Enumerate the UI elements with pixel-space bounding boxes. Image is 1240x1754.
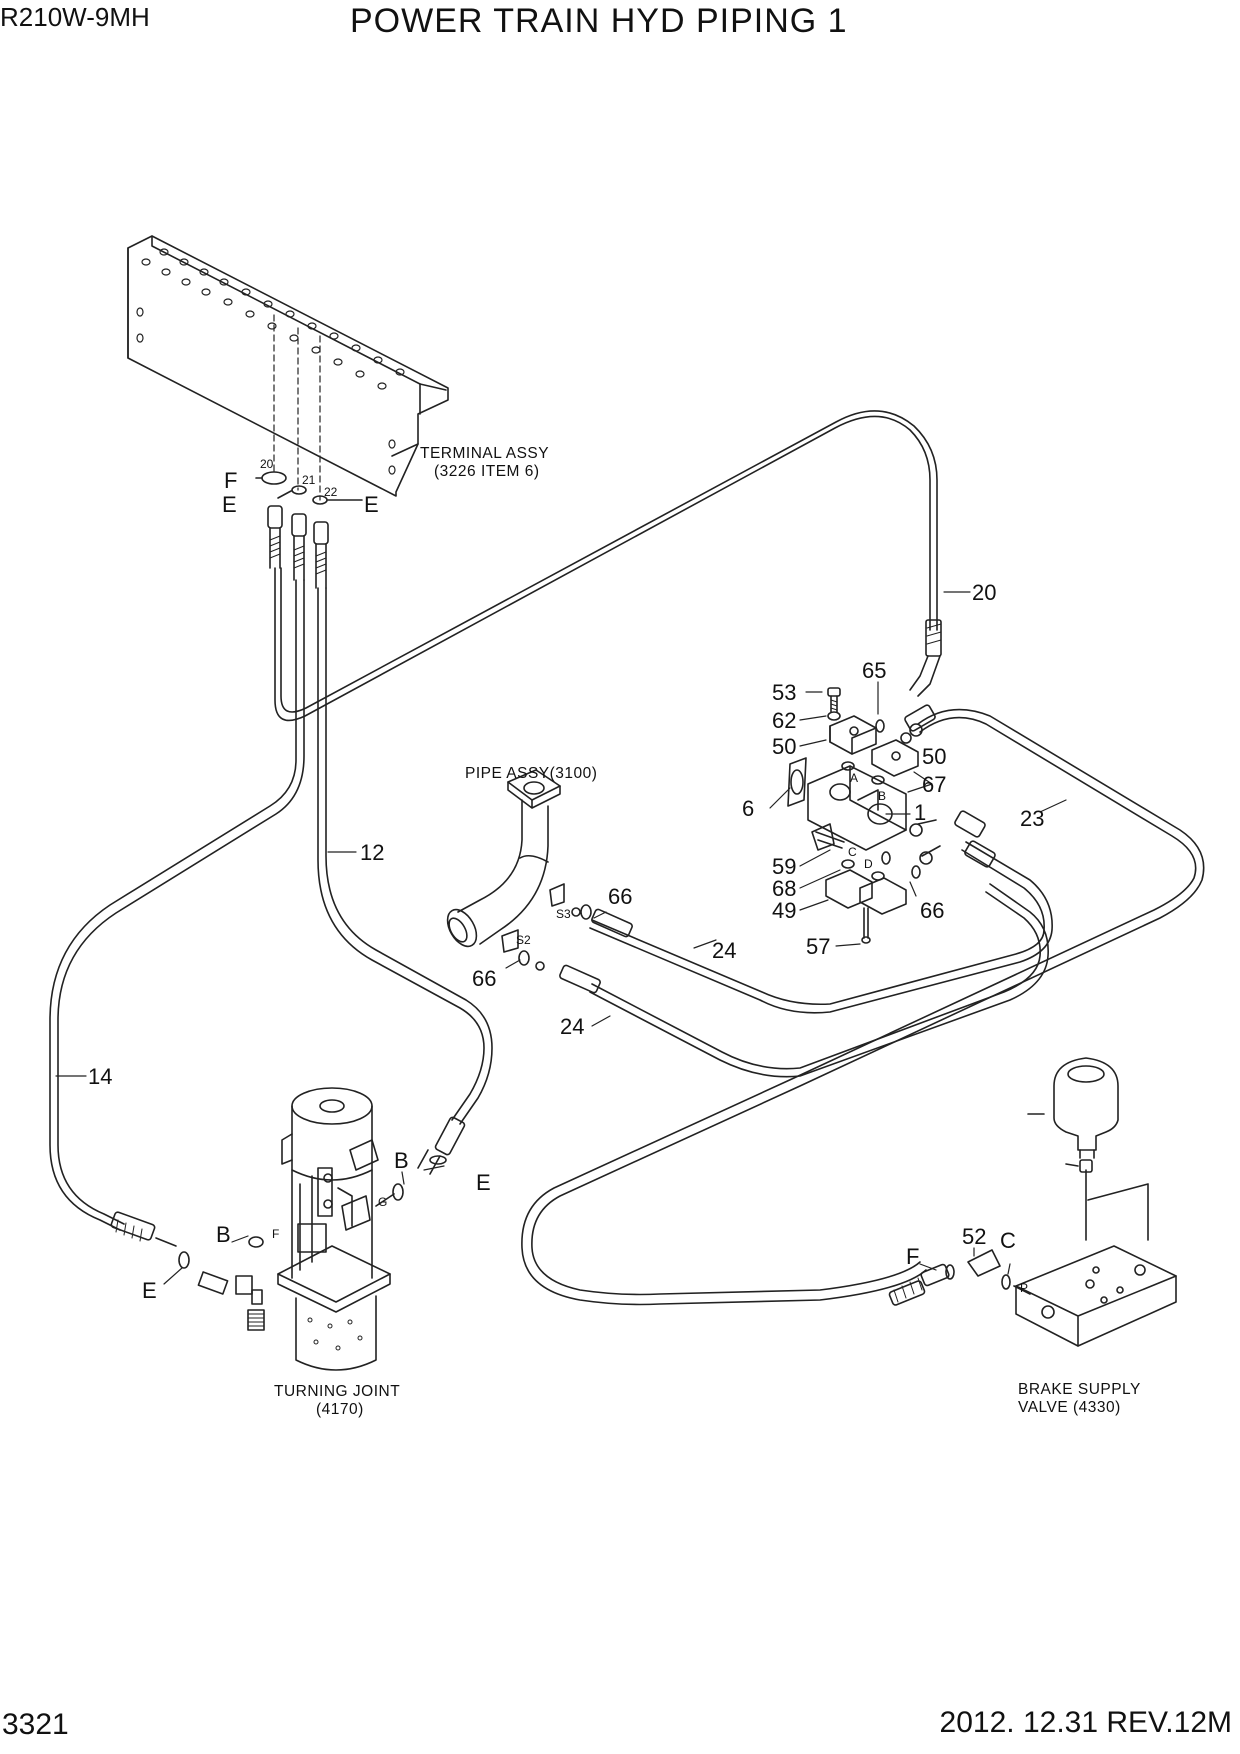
letter-b-tj-right: B [394, 1148, 409, 1173]
terminal-assy-bracket [127, 235, 449, 501]
turning-joint [178, 1087, 404, 1371]
callout-57: 57 [806, 934, 830, 959]
top-hose-fittings [267, 505, 329, 589]
port-label-p: P [1020, 1281, 1028, 1295]
hose-14 [49, 579, 305, 1247]
callout-12: 12 [360, 840, 384, 865]
page-title: POWER TRAIN HYD PIPING 1 [350, 2, 848, 40]
port-label-a: A [850, 771, 858, 785]
callout-52: 52 [962, 1224, 986, 1249]
port-label-b: B [878, 789, 886, 803]
port-label-d: D [864, 857, 873, 871]
callout-59: 59 [772, 854, 796, 879]
callout-24-upper: 24 [712, 938, 736, 963]
brake-supply-valve [888, 1057, 1177, 1347]
brake-supply-valve-ref: VALVE (4330) [1018, 1399, 1121, 1416]
callout-leaders [55, 591, 1067, 1285]
pipe-assy-elbow [446, 769, 565, 953]
callout-66-s3: 66 [608, 884, 632, 909]
callout-14: 14 [88, 1064, 112, 1089]
callout-20: 20 [972, 580, 996, 605]
model-number: R210W-9MH [0, 2, 150, 32]
revision-date: 2012. 12.31 REV.12M [939, 1706, 1232, 1739]
page-number: 3321 [2, 1708, 69, 1741]
callout-66-valve: 66 [920, 898, 944, 923]
callout-67: 67 [922, 772, 946, 797]
hose-20 [274, 410, 942, 722]
callout-49: 49 [772, 898, 796, 923]
callout-1: 1 [914, 800, 926, 825]
pipe-assy-fittings [518, 904, 633, 994]
port-label-s2: S2 [516, 933, 531, 947]
port-label-s3: S3 [556, 907, 571, 921]
part-callouts: 20 12 14 23 24 24 53 62 50 65 50 67 6 1 … [88, 580, 1044, 1249]
port-label-c: C [848, 845, 857, 859]
callout-24-lower: 24 [560, 1014, 584, 1039]
connection-letters: F E E B E B E F C [142, 468, 1016, 1303]
port-label-22: 22 [324, 485, 338, 499]
callout-50-right: 50 [922, 744, 946, 769]
callout-6: 6 [742, 796, 754, 821]
callout-23: 23 [1020, 806, 1044, 831]
letter-f-top: F [224, 468, 237, 493]
component-labels: TERMINAL ASSY (3226 ITEM 6) PIPE ASSY(31… [274, 445, 1141, 1418]
callout-50-left: 50 [772, 734, 796, 759]
letter-b-tj-left: B [216, 1222, 231, 1247]
callout-68: 68 [772, 876, 796, 901]
brake-supply-valve-label: BRAKE SUPPLY [1018, 1381, 1141, 1398]
brake-valve-assembly [787, 687, 921, 944]
turning-joint-label: TURNING JOINT [274, 1383, 400, 1400]
port-label-g: G [378, 1195, 387, 1209]
turning-joint-ref: (4170) [316, 1401, 364, 1418]
terminal-assy-label: TERMINAL ASSY [420, 445, 549, 462]
letter-f-brake: F [906, 1244, 919, 1269]
hose-24-upper [589, 841, 1053, 1014]
port-label-20: 20 [260, 457, 274, 471]
valve-hose-fittings [900, 704, 996, 868]
terminal-assy-ref: (3226 ITEM 6) [434, 463, 540, 480]
pipe-assy-label: PIPE ASSY(3100) [465, 765, 597, 782]
callout-53: 53 [772, 680, 796, 705]
top-o-rings [255, 471, 363, 505]
callout-62: 62 [772, 708, 796, 733]
letter-e-top-left: E [222, 492, 237, 517]
callout-65: 65 [862, 658, 886, 683]
port-label-f: F [272, 1227, 279, 1241]
hose-24-lower [589, 883, 1049, 1078]
port-label-21: 21 [302, 473, 316, 487]
hose-23 [521, 708, 1205, 1306]
letter-c-brake: C [1000, 1228, 1016, 1253]
letter-e-tj-left: E [142, 1278, 157, 1303]
letter-e-tj-right: E [476, 1170, 491, 1195]
callout-66-s2: 66 [472, 966, 496, 991]
port-labels: 20 21 22 A B C D S3 S2 G F P [260, 457, 1028, 1295]
hose-12 [317, 587, 493, 1175]
letter-e-top-right: E [364, 492, 379, 517]
